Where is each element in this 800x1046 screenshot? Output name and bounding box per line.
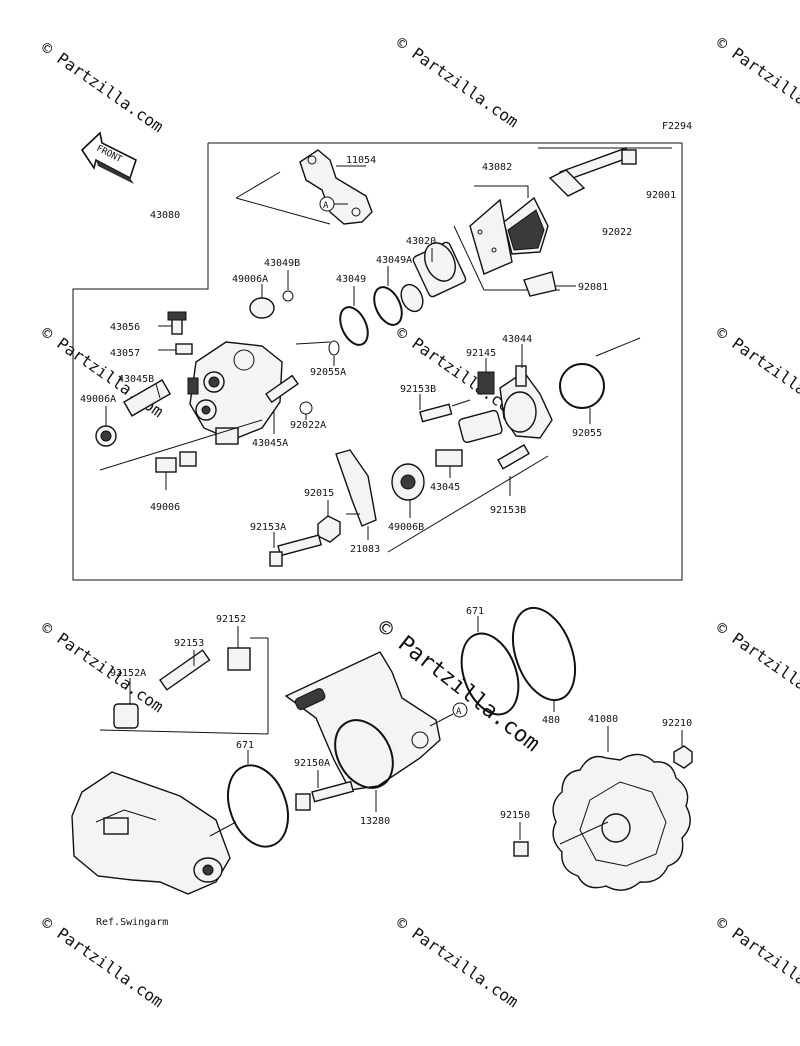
label-92145: 92145 [466,348,496,359]
label-92153a: 92153A [250,522,286,533]
label-92153: 92153 [174,638,204,649]
oring-92055 [559,363,605,409]
oring-671-left [227,764,289,848]
boot-49006a-top [249,297,275,319]
label-43045a: 43045A [252,438,288,449]
callout-a-label: A [323,201,329,211]
label-92153b-left: 92153B [400,384,436,395]
watermark: © Partzilla.com [713,913,800,1011]
label-671-top: 671 [466,606,484,617]
watermark: © Partzilla.com [38,38,167,136]
part-labels: 11054 43080 43082 92001 92022 92081 4302… [80,155,692,827]
circlip-480 [511,606,577,702]
pad-pin [548,147,637,197]
front-arrow-icon: FRONT [80,131,137,184]
label-92055: 92055 [572,428,602,439]
nut-92210 [673,745,693,769]
washer-43049b [282,290,294,302]
swingarm-ref-label: Ref.Swingarm [96,917,168,928]
brake-disc [552,753,691,891]
callout-a-bottom: A [429,702,468,727]
label-13280: 13280 [360,816,390,827]
caliper-holder-43044 [499,365,553,439]
label-11054: 11054 [346,155,376,166]
bleeder-valve [167,311,193,355]
label-92001: 92001 [646,190,676,201]
watermark: © Partzilla.com [713,618,800,716]
label-43049b: 43049B [264,258,300,269]
watermark: © Partzilla.com [38,618,167,716]
spring-92145 [477,371,495,395]
label-43044: 43044 [502,334,532,345]
label-92150: 92150 [500,810,530,821]
label-21083: 21083 [350,544,380,555]
watermark: © Partzilla.com [393,33,522,131]
label-92081: 92081 [578,282,608,293]
label-671-left: 671 [236,740,254,751]
label-43045b: 43045B [118,374,154,385]
caliper-group-outline [72,142,683,581]
label-49006: 49006 [150,502,180,513]
label-92022: 92022 [602,227,632,238]
clip-92022a [299,401,313,415]
label-43057: 43057 [110,348,140,359]
bracket-piece [458,409,503,443]
seal-43049a [373,286,403,326]
label-43056: 43056 [110,322,140,333]
bolt-92153a [269,534,323,567]
label-43082: 43082 [482,162,512,173]
nut-92015 [317,515,341,543]
bolt-92150a [295,780,355,811]
callout-a-label: A [456,707,462,717]
pin-43045a [265,374,299,404]
pad-spring [523,271,557,297]
label-43049a: 43049A [376,255,412,266]
figure-code: F2294 [662,121,692,132]
bolt-92153b-right [497,444,530,470]
label-49006a-top: 49006A [232,274,268,285]
callout-a-top: A [319,196,348,212]
bolt-49006 [155,451,197,473]
oring-92055a [328,340,340,356]
bracket-13280 [284,651,441,791]
caliper-body [187,341,283,445]
brake-pads [469,196,549,275]
bolt-92153b-left [419,403,453,423]
label-92153b-right: 92153B [490,505,526,516]
label-92055a: 92055A [310,367,346,378]
oring-671-top [460,632,520,716]
collar-92152 [227,647,251,671]
label-49006a: 49006A [80,394,116,405]
collar-92152a [113,703,139,729]
label-480: 480 [542,715,560,726]
label-43080: 43080 [150,210,180,221]
label-92015: 92015 [304,488,334,499]
label-92150a: 92150A [294,758,330,769]
caliper-bracket [299,149,373,225]
label-43049: 43049 [336,274,366,285]
seal-43049 [339,306,369,346]
plate-21083 [335,449,377,527]
watermark: © Partzilla.com [393,913,522,1011]
label-92022a: 92022A [290,420,326,431]
label-92152: 92152 [216,614,246,625]
pin-43045 [435,449,463,467]
swingarm-reference [71,771,237,895]
label-49006b: 49006B [388,522,424,533]
label-41080: 41080 [588,714,618,725]
pin-92153 [159,649,211,691]
bolt-92150 [513,841,529,857]
watermark: © Partzilla.com [713,33,800,131]
label-92210: 92210 [662,718,692,729]
pin-43045b [123,379,172,417]
label-43020: 43020 [406,236,436,247]
label-92152a: 92152A [110,668,146,679]
label-43045: 43045 [430,482,460,493]
watermark: © Partzilla.com [713,323,800,421]
